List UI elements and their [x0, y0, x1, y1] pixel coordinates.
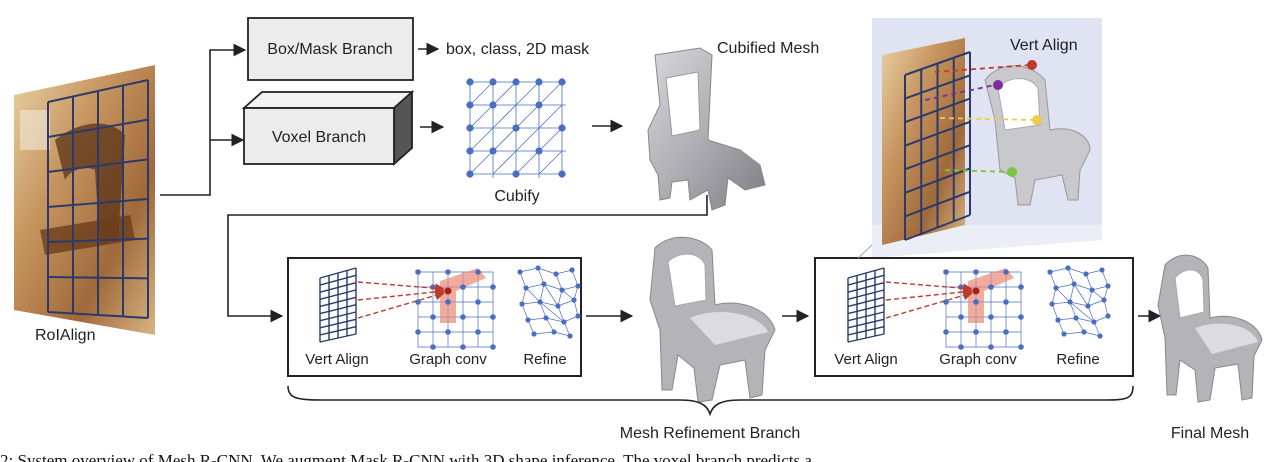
- cubified-mesh: [647, 47, 766, 211]
- stage2-refine-label: Refine: [1056, 351, 1099, 368]
- roi-connectors: [160, 43, 247, 196]
- refinement-brace: [287, 385, 1134, 417]
- box-mask-branch-box: [247, 17, 414, 81]
- stage2-vert-align-label: Vert Align: [834, 351, 897, 368]
- voxel-branch-box: [241, 89, 415, 167]
- cubify-graph: [466, 78, 566, 178]
- to-refinement-connector: [227, 195, 708, 323]
- vert-align-zoom-label: Vert Align: [1010, 37, 1078, 54]
- final-mesh-label: Final Mesh: [1171, 425, 1249, 442]
- voxel-branch-label: Voxel Branch: [272, 129, 366, 146]
- box-mask-outputs-label: box, class, 2D mask: [446, 41, 590, 58]
- stage1-vert-align-label: Vert Align: [305, 351, 368, 368]
- stage1-refine-label: Refine: [523, 351, 566, 368]
- roi-grid: [47, 79, 149, 319]
- refined-mesh-1: [649, 236, 776, 403]
- cubify-label: Cubify: [494, 188, 539, 205]
- stage-2-contents: [847, 265, 1111, 350]
- mesh-refinement-branch-label: Mesh Refinement Branch: [620, 425, 801, 442]
- stage1-graph-conv-label: Graph conv: [409, 351, 487, 368]
- figure-caption: 2: System overview of Mesh R-CNN. We aug…: [0, 451, 812, 462]
- vert-align-zoom-panel: [872, 18, 1102, 258]
- zoom-connector: [857, 244, 873, 259]
- final-mesh: [1157, 254, 1263, 403]
- stage2-graph-conv-label: Graph conv: [939, 351, 1017, 368]
- box-mask-branch-label: Box/Mask Branch: [267, 41, 392, 58]
- roialign-label: RoIAlign: [35, 327, 95, 344]
- cubified-mesh-label: Cubified Mesh: [717, 40, 819, 57]
- stage-1-contents: [319, 265, 581, 350]
